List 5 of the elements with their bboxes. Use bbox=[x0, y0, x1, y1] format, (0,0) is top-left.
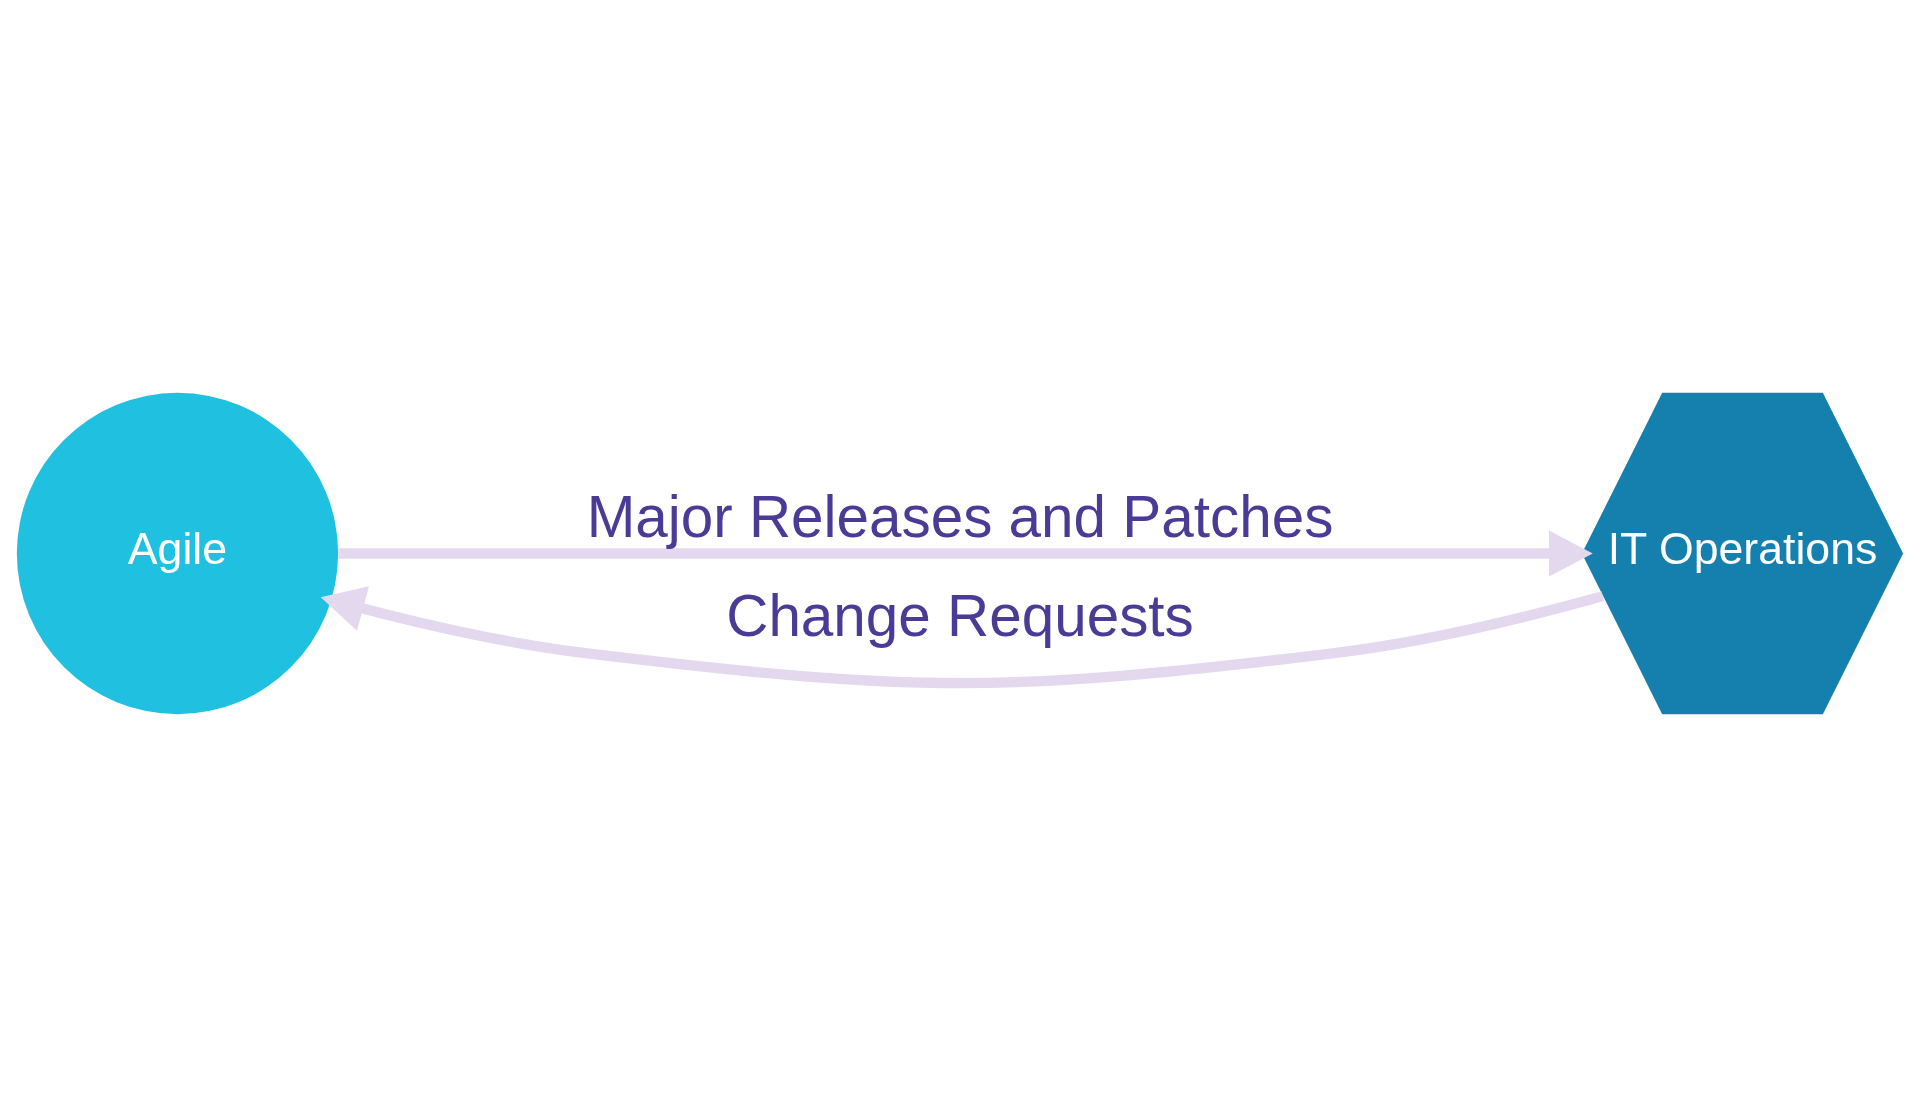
arrow bbox=[338, 530, 1593, 576]
edge-label: Major Releases and Patches bbox=[586, 483, 1334, 549]
arrow bbox=[320, 585, 1605, 688]
edge-label: Change Requests bbox=[726, 582, 1194, 648]
node-circle: Agile bbox=[16, 392, 339, 714]
